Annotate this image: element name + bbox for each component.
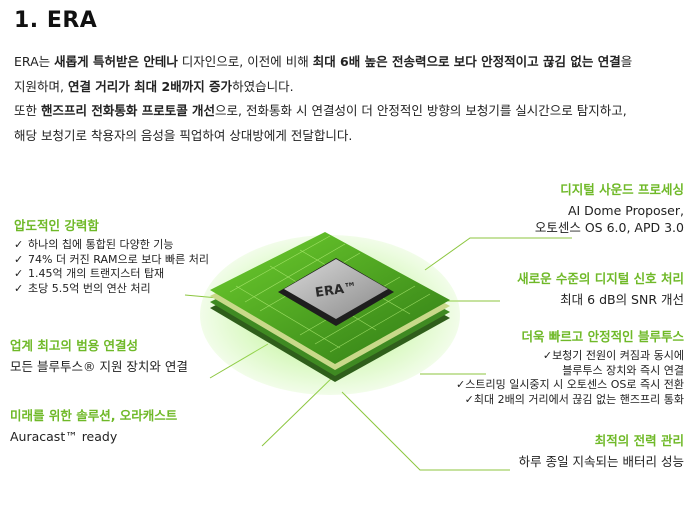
feature-auracast-desc: Auracast™ ready — [10, 429, 118, 444]
intro-bold-segment: 연결 거리가 최대 2배까지 증가 — [67, 78, 233, 94]
intro-line-3: 또한 핸즈프리 전화통화 프로토콜 개선으로, 전화통화 시 연결성이 더 안정… — [14, 99, 684, 124]
list-item: ✓초당 5.5억 번의 연산 처리 — [14, 281, 151, 295]
feature-connectivity-desc: 모든 블루투스® 지원 장치와 연결 — [10, 359, 188, 374]
feature-digital-sound: 디지털 사운드 프로세싱 AI Dome Proposer, 오토센스 OS 6… — [535, 179, 684, 236]
intro-text: ERA는 새롭게 특허받은 안테나 디자인으로, 이전에 비해 최대 6배 높은… — [14, 50, 684, 148]
feature-digital-sound-heading: 디지털 사운드 프로세싱 — [560, 182, 684, 197]
feature-auracast-heading: 미래를 위한 솔루션, 오라캐스트 — [10, 408, 178, 423]
feature-connectivity-heading: 업계 최고의 범용 연결성 — [10, 338, 139, 353]
feature-signal-desc: 최대 6 dB의 SNR 개선 — [560, 292, 684, 307]
feature-power-list: ✓하나의 칩에 통합된 다양한 기능 ✓74% 더 커진 RAM으로 보다 빠른… — [14, 238, 209, 296]
feature-bluetooth: 더욱 빠르고 안정적인 블루투스 ✓보청기 전원이 켜짐과 동시에 블루투스 장… — [451, 326, 684, 407]
intro-line-2: 지원하며, 연결 거리가 최대 2배까지 증가하였습니다. — [14, 75, 684, 100]
intro-segment: 또한 — [14, 103, 41, 118]
intro-bold-segment: 새롭게 특허받은 안테나 — [54, 54, 178, 69]
intro-segment: 을 — [620, 54, 633, 69]
connector-power-mgmt — [341, 391, 510, 471]
intro-segment: 하였습니다. — [232, 78, 294, 94]
list-item: ✓74% 더 커진 RAM으로 보다 빠른 처리 — [14, 252, 209, 266]
check-icon: ✓ — [14, 281, 24, 295]
feature-power-mgmt-desc: 하루 종일 지속되는 배터리 성능 — [518, 454, 684, 469]
intro-segment: ERA는 — [14, 54, 55, 69]
list-item: ✓보청기 전원이 켜짐과 동시에 — [451, 349, 684, 364]
feature-auracast: 미래를 위한 솔루션, 오라캐스트 Auracast™ ready — [10, 405, 177, 445]
feature-power-mgmt-heading: 최적의 전력 관리 — [594, 433, 684, 448]
intro-segment: 으로, 전화통화 시 연결성이 더 안정적인 방향의 보청기를 실시간으로 탐지… — [215, 103, 627, 118]
check-icon: ✓ — [14, 252, 24, 266]
intro-segment: 디자인으로, 이전에 비해 — [177, 54, 313, 69]
chip-top — [284, 259, 388, 319]
connector-digital-sound — [424, 237, 572, 271]
intro-bold-segment: 최대 6배 높은 전송력으로 보다 안정적이고 끊김 없는 연결 — [312, 54, 621, 69]
list-item: ✓1.45억 개의 트랜지스터 탑재 — [14, 267, 165, 280]
intro-segment: 해당 보청기로 착용자의 음성을 픽업하여 상대방에게 전달합니다. — [14, 127, 353, 143]
list-item: ✓스트리밍 일시중지 시 오토센스 OS로 즉시 전환 — [451, 378, 684, 393]
check-icon: ✓ — [464, 392, 474, 406]
feature-digital-sound-desc-2: 오토센스 OS 6.0, APD 3.0 — [534, 220, 684, 235]
check-icon: ✓ — [14, 238, 24, 251]
feature-signal: 새로운 수준의 디지털 신호 처리 최대 6 dB의 SNR 개선 — [517, 268, 684, 308]
page-title: 1. ERA — [14, 8, 98, 33]
list-item: ✓하나의 칩에 통합된 다양한 기능 — [14, 238, 174, 251]
chip-label: ERA™ — [314, 280, 358, 301]
feature-signal-heading: 새로운 수준의 디지털 신호 처리 — [517, 271, 684, 286]
feature-power-heading: 압도적인 강력함 — [14, 218, 99, 233]
feature-digital-sound-desc-1: AI Dome Proposer, — [567, 203, 684, 218]
feature-power: 압도적인 강력함 ✓하나의 칩에 통합된 다양한 기능 ✓74% 더 커진 RA… — [14, 215, 209, 296]
check-icon: ✓ — [542, 349, 553, 362]
check-icon: ✓ — [14, 267, 24, 280]
feature-bluetooth-heading: 더욱 빠르고 안정적인 블루투스 — [521, 329, 684, 344]
intro-line-4: 해당 보청기로 착용자의 음성을 픽업하여 상대방에게 전달합니다. — [14, 124, 684, 149]
check-icon: ✓ — [456, 378, 466, 391]
feature-bluetooth-list: ✓보청기 전원이 켜짐과 동시에 블루투스 장치와 즉시 연결 ✓스트리밍 일시… — [451, 349, 684, 407]
list-item: 블루투스 장치와 즉시 연결 — [562, 363, 684, 377]
intro-segment: 지원하며, — [14, 78, 68, 94]
intro-line-1: ERA는 새롭게 특허받은 안테나 디자인으로, 이전에 비해 최대 6배 높은… — [14, 50, 684, 75]
feature-connectivity: 업계 최고의 범용 연결성 모든 블루투스® 지원 장치와 연결 — [10, 335, 188, 375]
feature-power-mgmt: 최적의 전력 관리 하루 종일 지속되는 배터리 성능 — [519, 430, 684, 470]
intro-bold-segment: 핸즈프리 전화통화 프로토콜 개선 — [40, 103, 216, 118]
list-item: ✓최대 2배의 거리에서 끊김 없는 핸즈프리 통화 — [451, 393, 684, 408]
